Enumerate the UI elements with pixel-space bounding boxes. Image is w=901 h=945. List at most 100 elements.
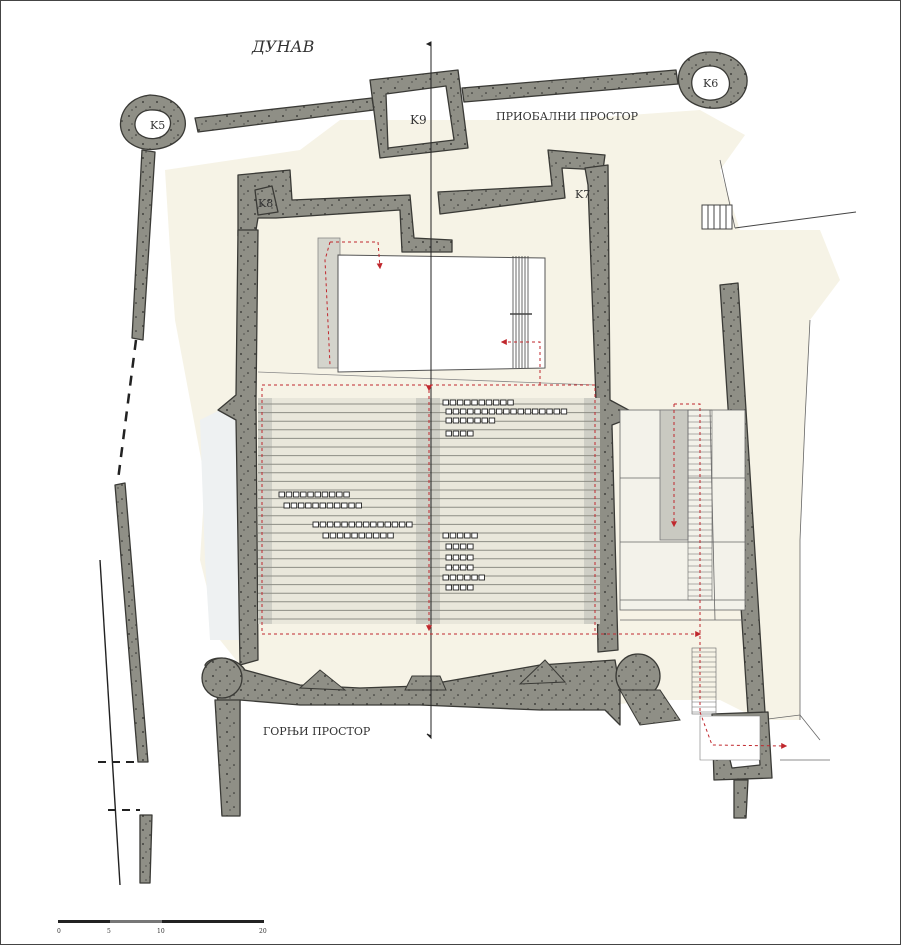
seat-marker (384, 521, 391, 528)
south-wall-west-arm (214, 699, 241, 817)
tower-k8-label: K8 (258, 197, 273, 210)
seat-marker (459, 584, 467, 591)
stage-steps (510, 256, 532, 368)
seat-marker (344, 532, 351, 539)
gate-stairs (691, 647, 717, 715)
seat-marker (539, 408, 546, 415)
seat-marker (510, 408, 517, 415)
upper-area-label: ГОРЊИ ПРОСТОР (263, 725, 371, 738)
tower-k9 (369, 69, 469, 159)
terrain-blue-patch (200, 400, 240, 640)
seat-marker (546, 408, 553, 415)
seat-marker (495, 408, 503, 415)
seat-marker (370, 521, 377, 528)
seat-markers (278, 399, 568, 591)
shore-steps (701, 204, 733, 230)
seat-marker (329, 532, 337, 539)
seat-marker (442, 532, 449, 539)
seat-marker (351, 532, 358, 539)
seat-marker (452, 584, 460, 591)
broken-wall-dashes-2 (98, 761, 140, 811)
seat-marker (449, 574, 457, 581)
axis-marker-bottom (426, 733, 432, 740)
west-wall-lower (114, 482, 149, 763)
seat-marker (467, 584, 474, 591)
seat-marker (387, 532, 394, 539)
seat-marker (406, 521, 413, 528)
seat-marker (478, 574, 485, 581)
scale-tick-5: 5 (107, 928, 111, 935)
seat-marker (452, 417, 460, 424)
seat-marker (319, 502, 326, 509)
southwest-bastion (201, 657, 243, 699)
seat-marker (336, 491, 343, 498)
seat-marker (517, 408, 524, 415)
river-label: ДУНАВ (251, 37, 315, 56)
scale-tick-10: 10 (157, 928, 165, 935)
seat-marker (442, 574, 449, 581)
seat-marker (312, 502, 319, 509)
seat-marker (362, 521, 370, 528)
seat-marker (474, 408, 481, 415)
seat-marker (452, 543, 460, 550)
seat-marker (307, 491, 314, 498)
shore-line-3 (799, 319, 811, 720)
seat-marker (283, 502, 290, 509)
seat-marker (358, 532, 365, 539)
seat-marker (326, 521, 334, 528)
seat-marker (445, 564, 452, 571)
seat-marker (467, 408, 474, 415)
seat-marker (372, 532, 380, 539)
seat-marker (488, 417, 496, 424)
tower-k8 (254, 185, 279, 216)
seat-marker (507, 399, 514, 406)
seat-marker (355, 521, 363, 528)
seat-marker (355, 502, 362, 509)
west-wall-upper (131, 149, 156, 341)
seat-marker (467, 417, 474, 424)
shore-line (734, 211, 857, 229)
seat-marker (456, 532, 464, 539)
seat-marker (500, 399, 507, 406)
east-lower-buttress (619, 689, 681, 726)
seat-marker (377, 521, 384, 528)
stage-side-grey (317, 237, 341, 369)
seat-marker (456, 399, 464, 406)
seat-marker (503, 408, 510, 415)
seat-marker (343, 491, 350, 498)
seat-marker (452, 554, 460, 561)
axis-marker-top (425, 41, 432, 47)
seat-marker (285, 491, 293, 498)
stage-block (337, 254, 546, 373)
seat-marker (292, 491, 300, 498)
seat-marker (321, 491, 329, 498)
seat-marker (467, 543, 474, 550)
seat-marker (459, 408, 467, 415)
seat-marker (459, 554, 467, 561)
seat-marker (449, 532, 457, 539)
seat-marker (445, 543, 452, 550)
seat-marker (333, 502, 341, 509)
seat-marker (464, 399, 471, 406)
seat-marker (326, 502, 334, 509)
seat-marker (481, 408, 488, 415)
seat-marker (398, 521, 406, 528)
seat-marker (348, 521, 355, 528)
north-wall-east (461, 69, 679, 103)
seat-marker (488, 408, 496, 415)
seat-marker (278, 491, 285, 498)
seat-marker (524, 408, 532, 415)
tower-k5-label: K5 (150, 119, 165, 132)
seat-marker (312, 521, 319, 528)
tower-k9-label: K9 (410, 113, 427, 127)
seat-marker (467, 554, 474, 561)
seat-marker (445, 554, 452, 561)
southeast-gate-stub (733, 779, 749, 819)
seat-marker (459, 430, 467, 437)
seat-marker (471, 574, 478, 581)
scale-tick-20: 20 (259, 928, 267, 935)
tower-k6-ring (677, 51, 748, 109)
riverside-label: ПРИОБАЛНИ ПРОСТОР (496, 110, 639, 123)
seat-marker (445, 430, 452, 437)
